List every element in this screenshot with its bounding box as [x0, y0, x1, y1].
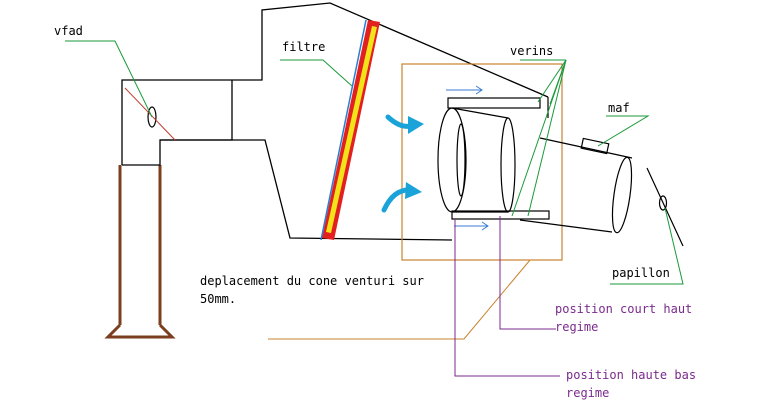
- position-haute-line-2: regime: [566, 386, 610, 400]
- note-text: deplacement du cone venturi sur 50mm.: [200, 272, 424, 308]
- position-court-line-1: position court haut: [555, 302, 693, 316]
- leader-lines: [65, 40, 684, 285]
- venturi-zone-box: [401, 63, 563, 261]
- label-papillon: papillon: [612, 266, 670, 280]
- label-position-haute: position haute bas regime: [566, 366, 696, 402]
- venturi-cone: [437, 97, 550, 220]
- intake-pipe: [104, 165, 176, 339]
- position-haute-line-1: position haute bas: [566, 368, 697, 382]
- label-position-court: position court haut regime: [555, 300, 692, 336]
- label-filtre: filtre: [282, 40, 326, 54]
- position-court-line-2: regime: [555, 320, 599, 334]
- filter-element: [320, 19, 380, 241]
- position-leaders: [454, 216, 560, 377]
- airflow-arrowheads: [405, 116, 424, 199]
- displacement-arrows: [446, 85, 489, 231]
- maf-tube: [519, 97, 633, 234]
- note-line-2: 50mm.: [200, 292, 237, 306]
- label-verins: verins: [510, 44, 554, 58]
- throttle-valve: [646, 167, 684, 247]
- label-vfad: vfad: [54, 24, 83, 38]
- note-line-1: deplacement du cone venturi sur: [200, 274, 424, 288]
- note-leader: [268, 259, 531, 340]
- label-maf: maf: [608, 101, 630, 115]
- airbox-outline: [121, 2, 549, 241]
